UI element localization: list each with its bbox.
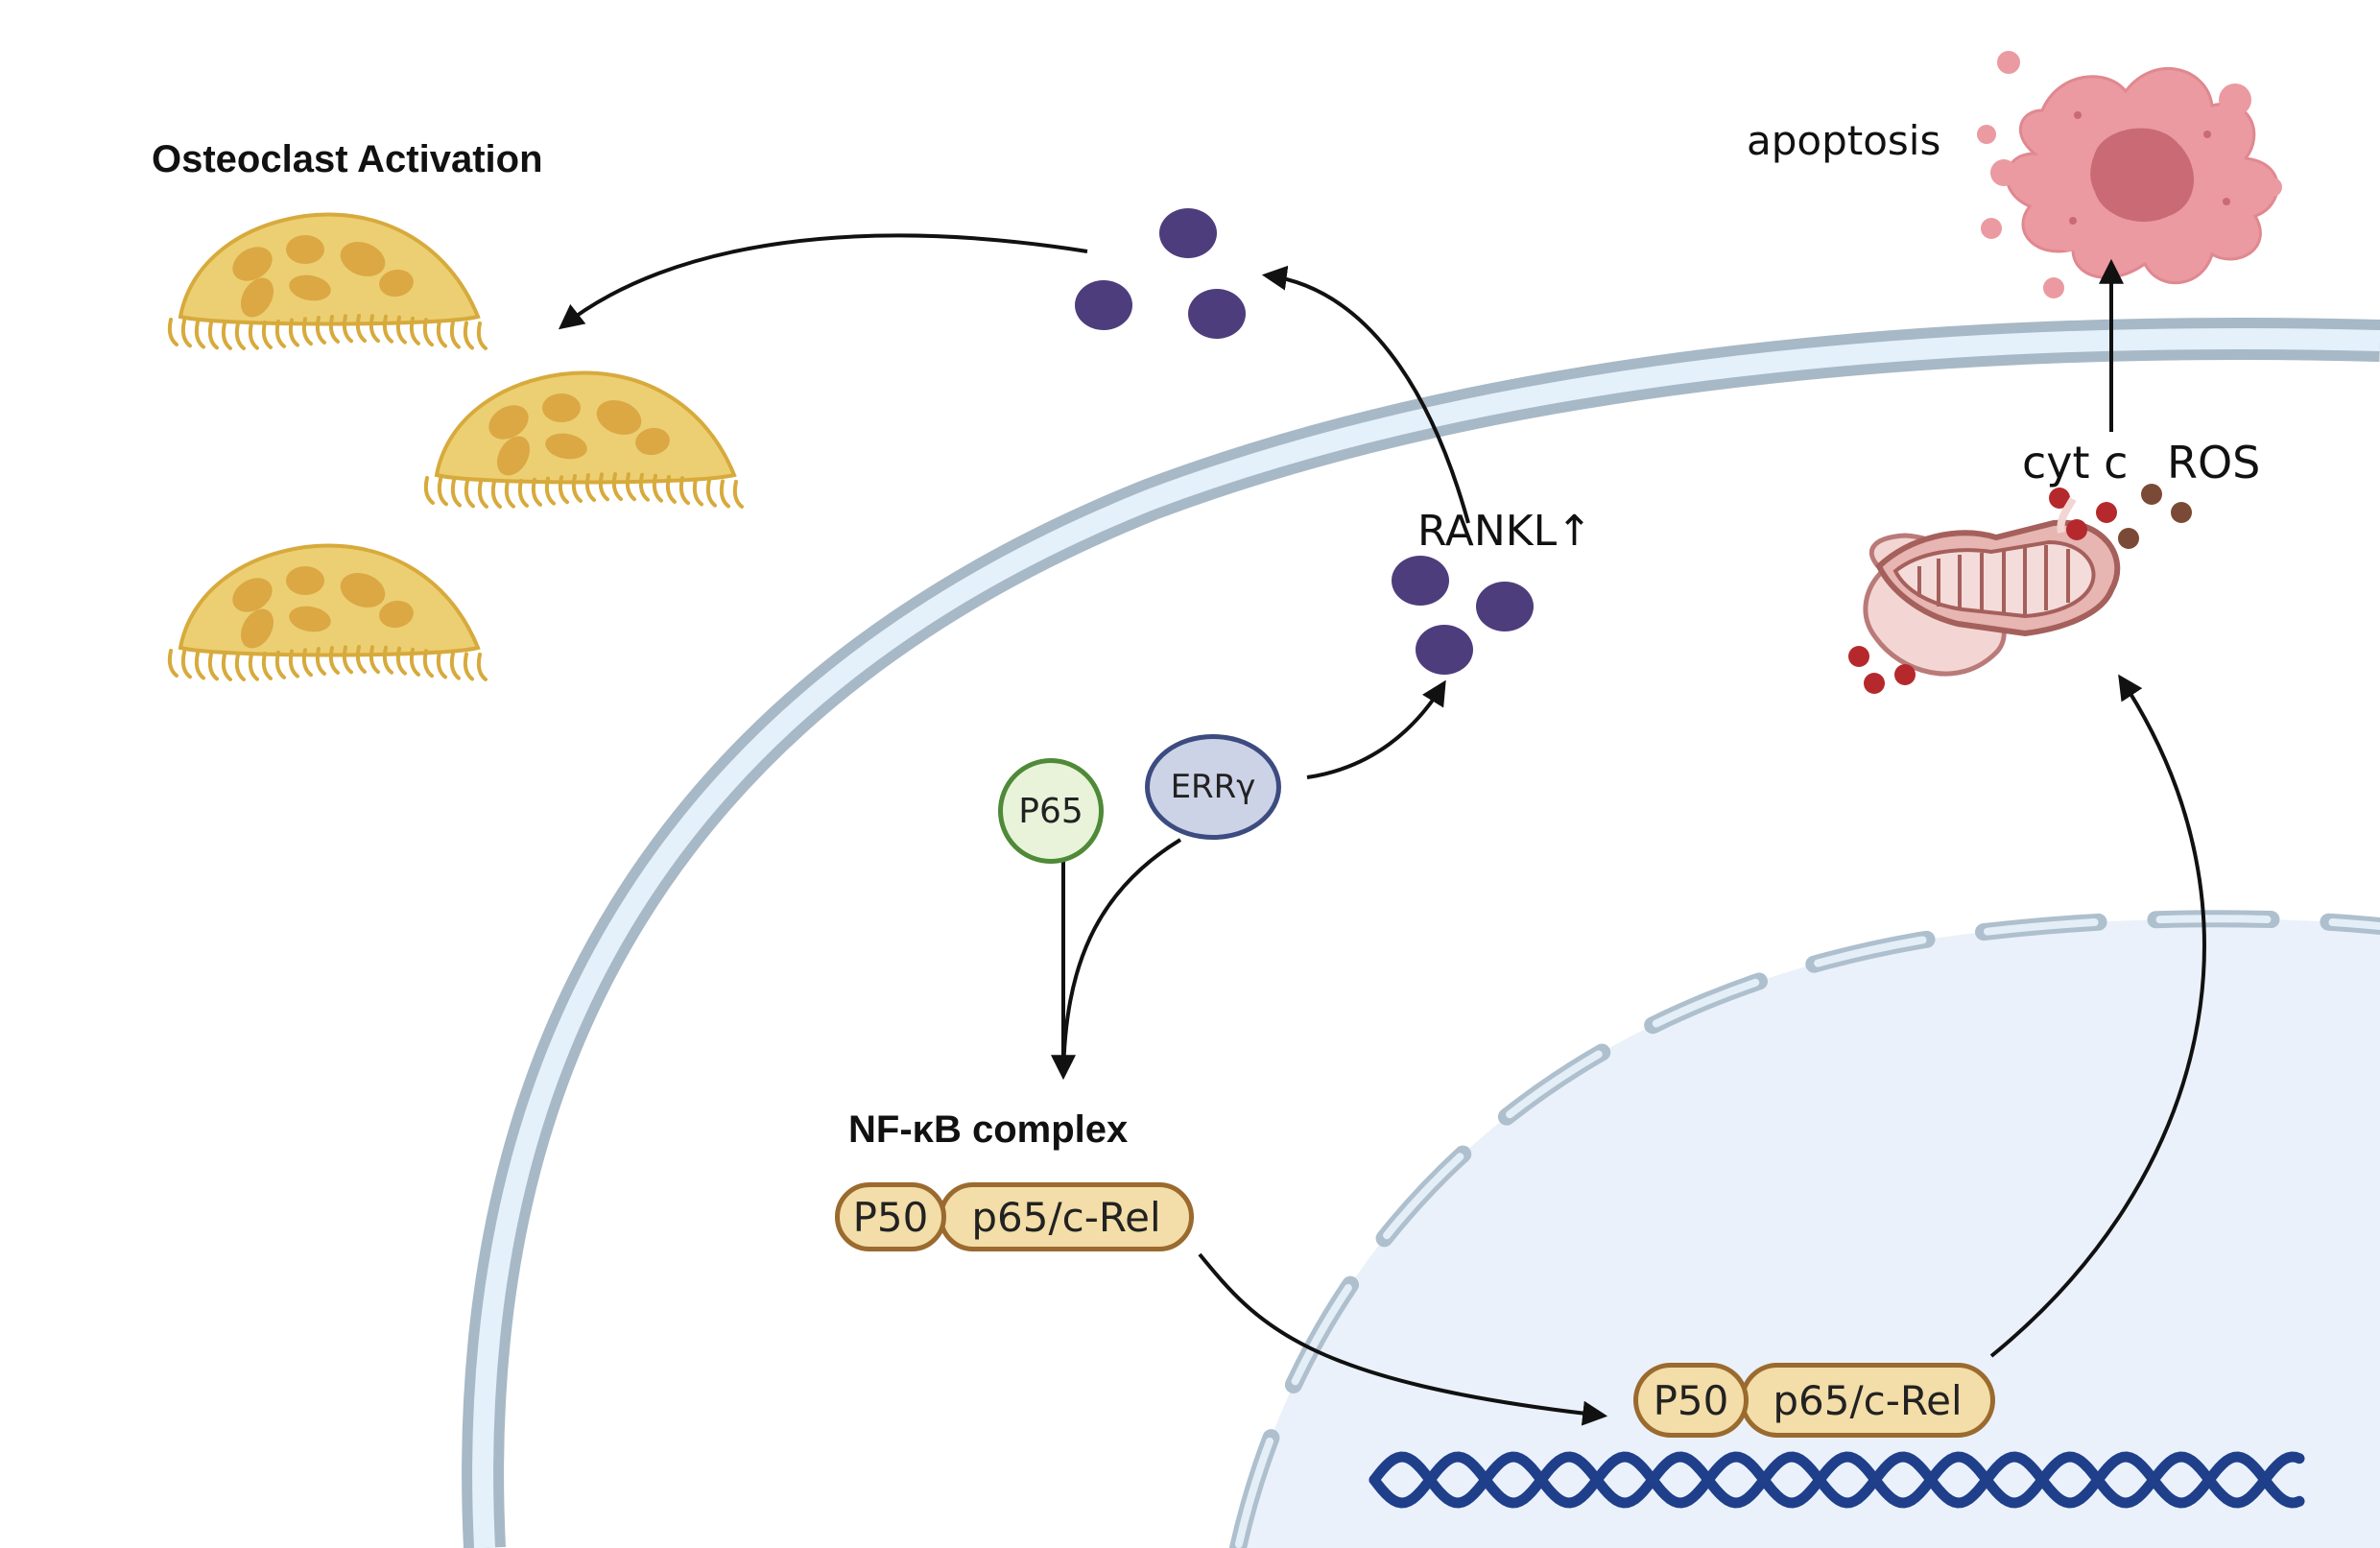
osteoclast-nucleus bbox=[596, 400, 642, 435]
rankl-extracellular bbox=[1075, 208, 1246, 339]
rankl-intracellular bbox=[1392, 556, 1534, 675]
osteoclast-nucleus bbox=[289, 274, 331, 301]
ros-label: ROS bbox=[2167, 437, 2261, 488]
cell-membrane bbox=[462, 318, 2380, 1548]
arrow-erry-to-nfkb bbox=[1061, 838, 1182, 1076]
arrow-erry-to-rankl bbox=[1306, 679, 1446, 779]
p65-label: P65 bbox=[1018, 791, 1083, 831]
osteoclast-nucleus bbox=[286, 235, 324, 264]
osteoclast-nucleus bbox=[542, 393, 581, 422]
p65crel-label: p65/c-Rel bbox=[971, 1193, 1161, 1241]
osteoclast-nucleus bbox=[232, 578, 273, 612]
osteoclast-nucleus bbox=[488, 405, 529, 440]
osteoclast-cell bbox=[167, 543, 488, 681]
osteoclast-nucleus bbox=[496, 436, 531, 476]
rankl-dot bbox=[1392, 556, 1449, 606]
erry-label: ERRγ bbox=[1170, 768, 1256, 806]
rankl-dot bbox=[1416, 625, 1473, 675]
osteoclast-nucleus bbox=[340, 573, 386, 607]
complex-p65crel-cyto: p65/c-Rel bbox=[939, 1182, 1194, 1251]
osteoclast-nucleus bbox=[379, 269, 414, 298]
osteoclast-nucleus bbox=[286, 566, 324, 595]
rankl-dot bbox=[1476, 582, 1534, 631]
mitochondrion bbox=[1848, 484, 2192, 694]
osteoclast-nucleus bbox=[340, 242, 386, 276]
rankl-label: RANKL↑ bbox=[1417, 507, 1593, 556]
cyt-c-label: cyt c bbox=[2022, 437, 2129, 488]
complex-p65crel-nucleus: p65/c-Rel bbox=[1740, 1363, 1995, 1438]
p65crel-label: p65/c-Rel bbox=[1773, 1376, 1963, 1424]
arrows bbox=[558, 233, 2206, 1426]
erry-node: ERRγ bbox=[1145, 734, 1281, 840]
osteoclast-nucleus bbox=[545, 433, 587, 460]
complex-p50-nucleus: P50 bbox=[1633, 1363, 1749, 1438]
arrow-rankl-to-extracellular bbox=[1261, 265, 1470, 524]
rankl-dot bbox=[1159, 208, 1217, 258]
dna-helix bbox=[1368, 1451, 2305, 1509]
osteoclast-nucleus bbox=[289, 606, 331, 632]
osteoclast-nucleus bbox=[635, 427, 670, 456]
osteoclast-nucleus bbox=[232, 247, 273, 281]
complex-p50-cyto: P50 bbox=[835, 1182, 946, 1251]
arrow-cyto-to-nucleus bbox=[1198, 1252, 1608, 1426]
arrow-rankl-to-osteoclast bbox=[558, 233, 1088, 330]
nfkb-complex-label: NF-κB complex bbox=[848, 1108, 1129, 1151]
osteoclast-activation-label: Osteoclast Activation bbox=[152, 138, 543, 180]
p65-node: P65 bbox=[998, 758, 1104, 864]
osteoclast-nucleus bbox=[379, 600, 414, 629]
osteoclast-group bbox=[167, 212, 744, 681]
apoptotic-cell bbox=[1977, 51, 2282, 298]
p50-label: P50 bbox=[1653, 1376, 1729, 1424]
osteoclast-nucleus bbox=[240, 277, 274, 318]
p50-label: P50 bbox=[852, 1193, 929, 1241]
apoptosis-label: apoptosis bbox=[1747, 117, 1941, 164]
osteoclast-cell bbox=[423, 370, 744, 509]
rankl-dot bbox=[1188, 289, 1246, 339]
nucleus bbox=[1229, 910, 2380, 1548]
osteoclast-nucleus bbox=[240, 608, 274, 649]
rankl-dot bbox=[1075, 280, 1132, 330]
arrow-nucleus-to-mito bbox=[1989, 674, 2206, 1358]
osteoclast-cell bbox=[167, 212, 488, 350]
